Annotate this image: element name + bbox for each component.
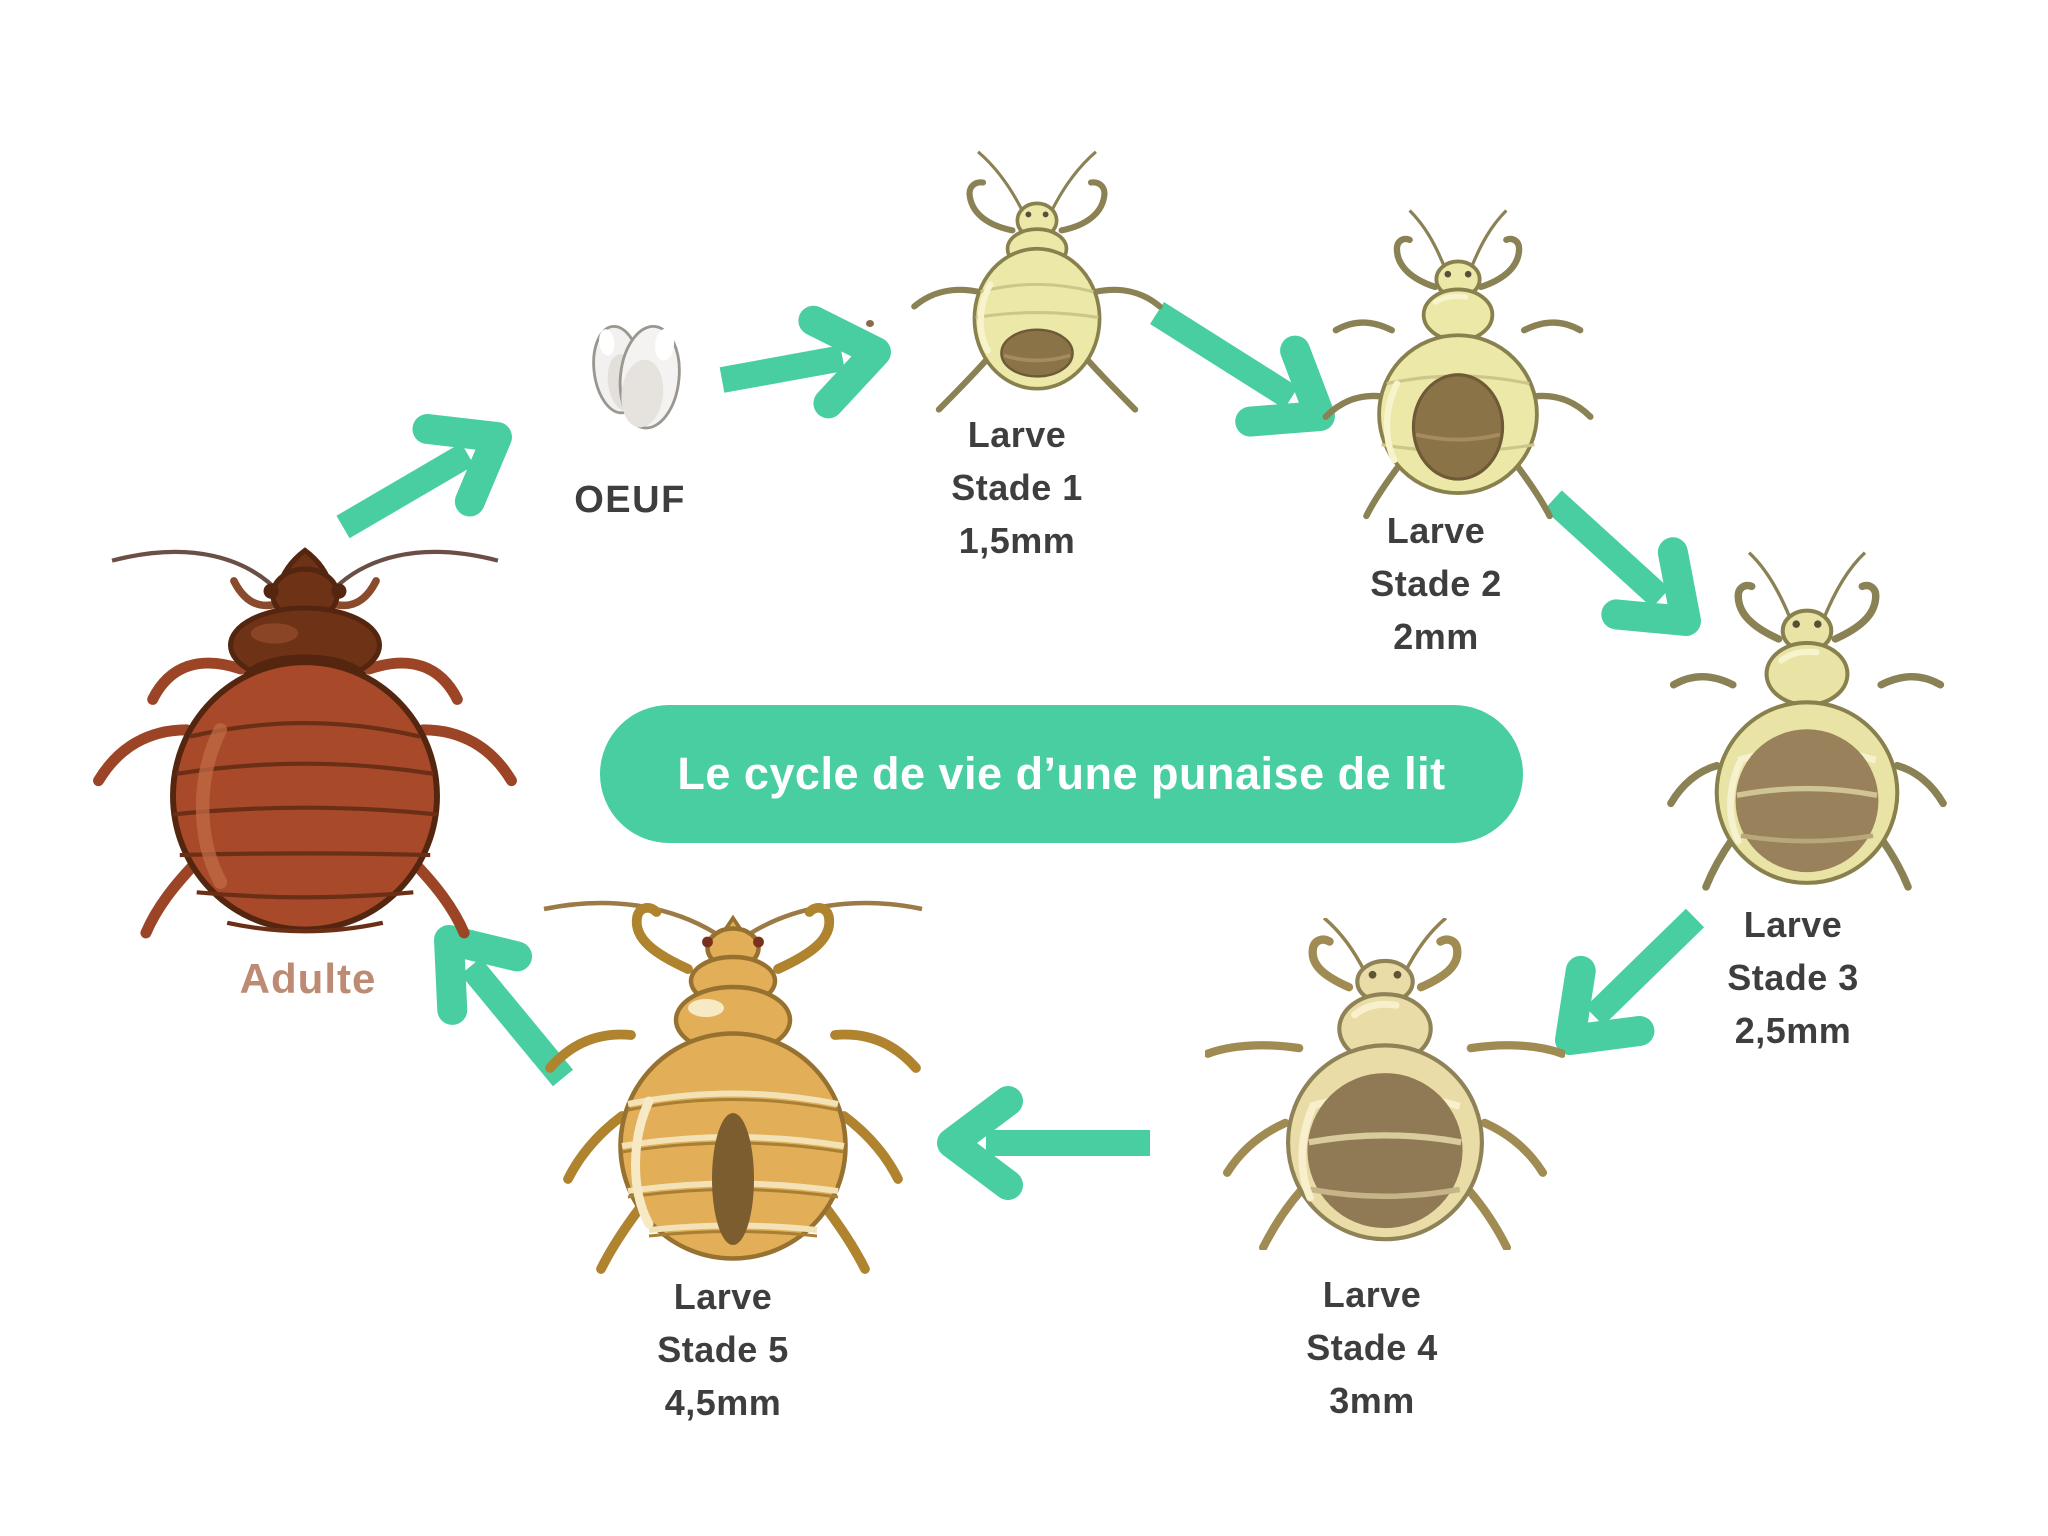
stage-size: 3mm — [1329, 1380, 1415, 1421]
oeuf-label-text: OEUF — [574, 479, 686, 521]
stage-larve4-figure — [1205, 918, 1565, 1251]
ink-speck — [866, 320, 874, 327]
stage-larve2-figure — [1318, 208, 1598, 520]
stage-number: Stade 4 — [1306, 1327, 1438, 1368]
stage-size: 4,5mm — [664, 1382, 782, 1423]
egg-illustration — [592, 324, 681, 430]
bedbug-adult-illustration — [93, 547, 517, 939]
stage-number: Stade 1 — [951, 467, 1083, 508]
stage-number: Stade 5 — [657, 1329, 789, 1370]
stage-number: Stade 2 — [1370, 563, 1502, 604]
bedbug-nymph-stage5-illustration — [543, 900, 923, 1274]
stage-adulte-figure — [85, 520, 525, 943]
stage-larve4-label: Larve Stade 4 3mm — [1222, 1268, 1522, 1427]
stage-larve3-figure — [1652, 550, 1962, 894]
stage-oeuf-figure — [578, 296, 696, 452]
stage-name: Larve — [1386, 510, 1486, 551]
arrow-larve1-to-larve2 — [1150, 302, 1335, 437]
stage-larve5-figure — [538, 876, 928, 1274]
stage-adulte-label: Adulte — [158, 952, 458, 1005]
stage-name: Larve — [967, 414, 1067, 455]
stage-larve3-label: Larve Stade 3 2,5mm — [1643, 898, 1943, 1057]
bedbug-nymph-stage4-illustration — [1205, 918, 1565, 1251]
stage-larve1-label: Larve Stade 1 1,5mm — [867, 408, 1167, 567]
stage-name: Larve — [1743, 904, 1843, 945]
stage-number: Stade 3 — [1727, 957, 1859, 998]
arrow-adulte-to-oeuf — [336, 413, 512, 539]
stage-size: 1,5mm — [958, 520, 1076, 561]
bedbug-nymph-stage1-illustration — [911, 150, 1163, 413]
bedbug-nymph-stage3-illustration — [1667, 551, 1947, 891]
stage-oeuf-label: OEUF — [480, 474, 780, 527]
stage-larve5-label: Larve Stade 5 4,5mm — [573, 1270, 873, 1429]
stage-larve1-figure — [902, 142, 1172, 418]
title-banner: Le cycle de vie d’une punaise de lit — [600, 705, 1523, 843]
adulte-label-text: Adulte — [239, 955, 377, 1002]
title-text: Le cycle de vie d’une punaise de lit — [677, 748, 1446, 799]
stage-name: Larve — [673, 1276, 773, 1317]
arrow-oeuf-to-larve1 — [719, 305, 891, 419]
stage-name: Larve — [1322, 1274, 1422, 1315]
stage-larve2-label: Larve Stade 2 2mm — [1286, 504, 1586, 663]
bedbug-nymph-stage2-illustration — [1322, 209, 1594, 520]
stage-size: 2,5mm — [1734, 1010, 1852, 1051]
stage-size: 2mm — [1393, 616, 1479, 657]
arrow-larve4-to-larve5 — [937, 1086, 1150, 1200]
